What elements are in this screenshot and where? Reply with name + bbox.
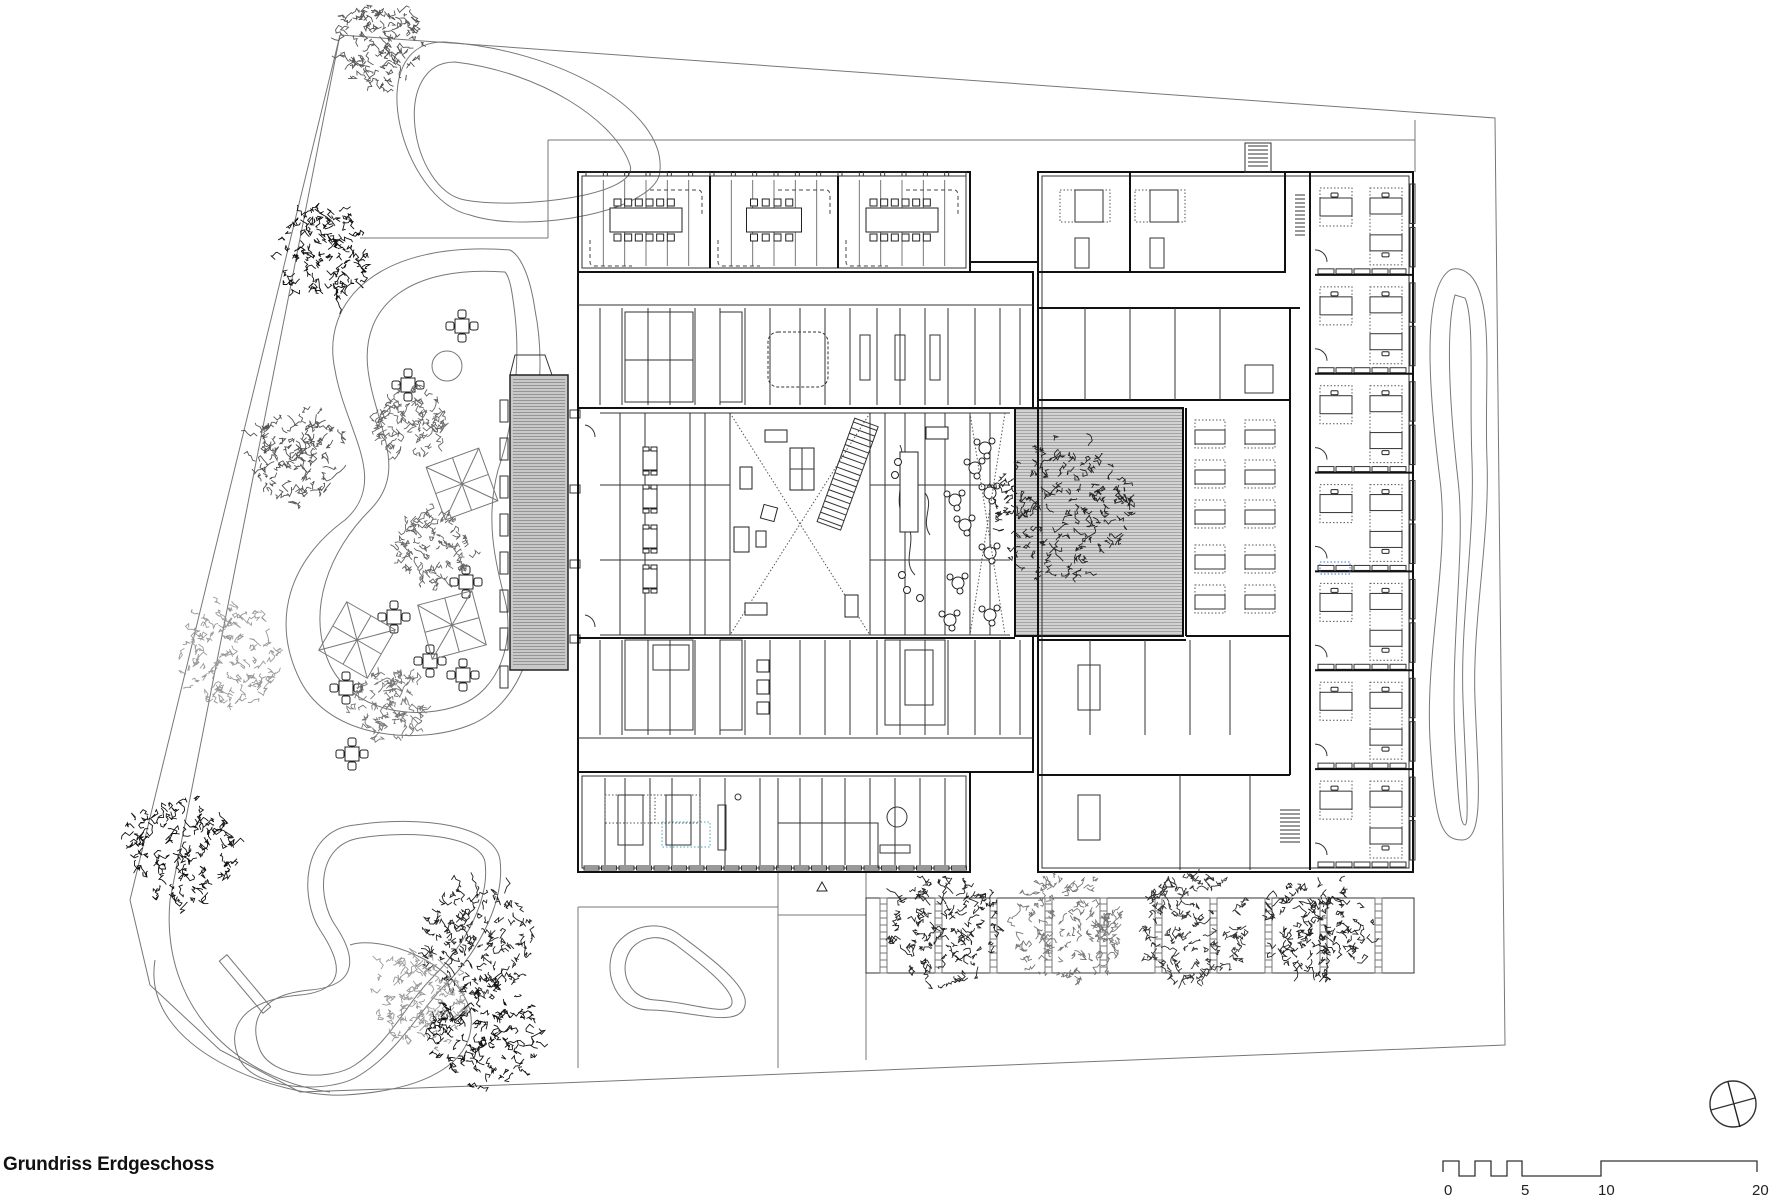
trees	[121, 4, 1379, 1092]
scale-tick-label: 5	[1521, 1182, 1530, 1199]
tree-canopy-icon	[986, 433, 1136, 583]
tree-canopy-icon	[390, 503, 481, 591]
east-office-block	[1037, 142, 1416, 873]
tree-canopy-icon	[270, 202, 372, 315]
tree-canopy-icon	[369, 383, 449, 460]
parasol-umbrellas	[318, 447, 499, 679]
scale-tick-label: 0	[1444, 1182, 1453, 1199]
tree-canopy-icon	[1006, 872, 1124, 986]
tree-canopy-icon	[330, 4, 427, 93]
tree-canopy-icon	[1138, 868, 1249, 989]
scale-tick-label: 10	[1598, 1182, 1615, 1199]
table-with-chairs	[445, 309, 479, 343]
table-with-chairs	[377, 600, 411, 634]
scale-bar	[1442, 1160, 1758, 1177]
tree-canopy-icon	[178, 596, 284, 711]
tree-canopy-icon	[417, 872, 535, 1000]
round-planter	[431, 350, 463, 382]
scale-tick-label: 20	[1752, 1182, 1769, 1199]
tree-canopy-icon	[885, 875, 1005, 989]
west-terrace-deck	[499, 354, 581, 689]
tree-canopy-icon	[425, 968, 549, 1092]
garden-paths	[153, 41, 1488, 1096]
parasol-icon	[425, 447, 499, 521]
entrance-triangle-icon	[816, 880, 828, 892]
atrium-void	[729, 412, 879, 636]
parasol-icon	[417, 590, 487, 660]
tree-canopy-icon	[370, 947, 471, 1052]
drawing-title: Grundriss Erdgeschoss	[3, 1154, 215, 1175]
tree-canopy-icon	[1262, 875, 1379, 983]
tree-canopy-icon	[121, 795, 245, 914]
table-with-chairs	[335, 737, 369, 771]
table-with-chairs	[446, 658, 480, 692]
north-arrow-circle-icon	[1709, 1080, 1757, 1128]
parasol-icon	[318, 601, 396, 679]
lounge-seating	[891, 412, 1006, 636]
terrace-tables	[329, 309, 483, 771]
table-with-chairs	[449, 565, 483, 599]
tree-canopy-icon	[345, 667, 432, 743]
site-boundary	[129, 34, 1506, 1093]
tree-canopy-icon	[241, 406, 347, 510]
main-building	[577, 171, 1174, 892]
